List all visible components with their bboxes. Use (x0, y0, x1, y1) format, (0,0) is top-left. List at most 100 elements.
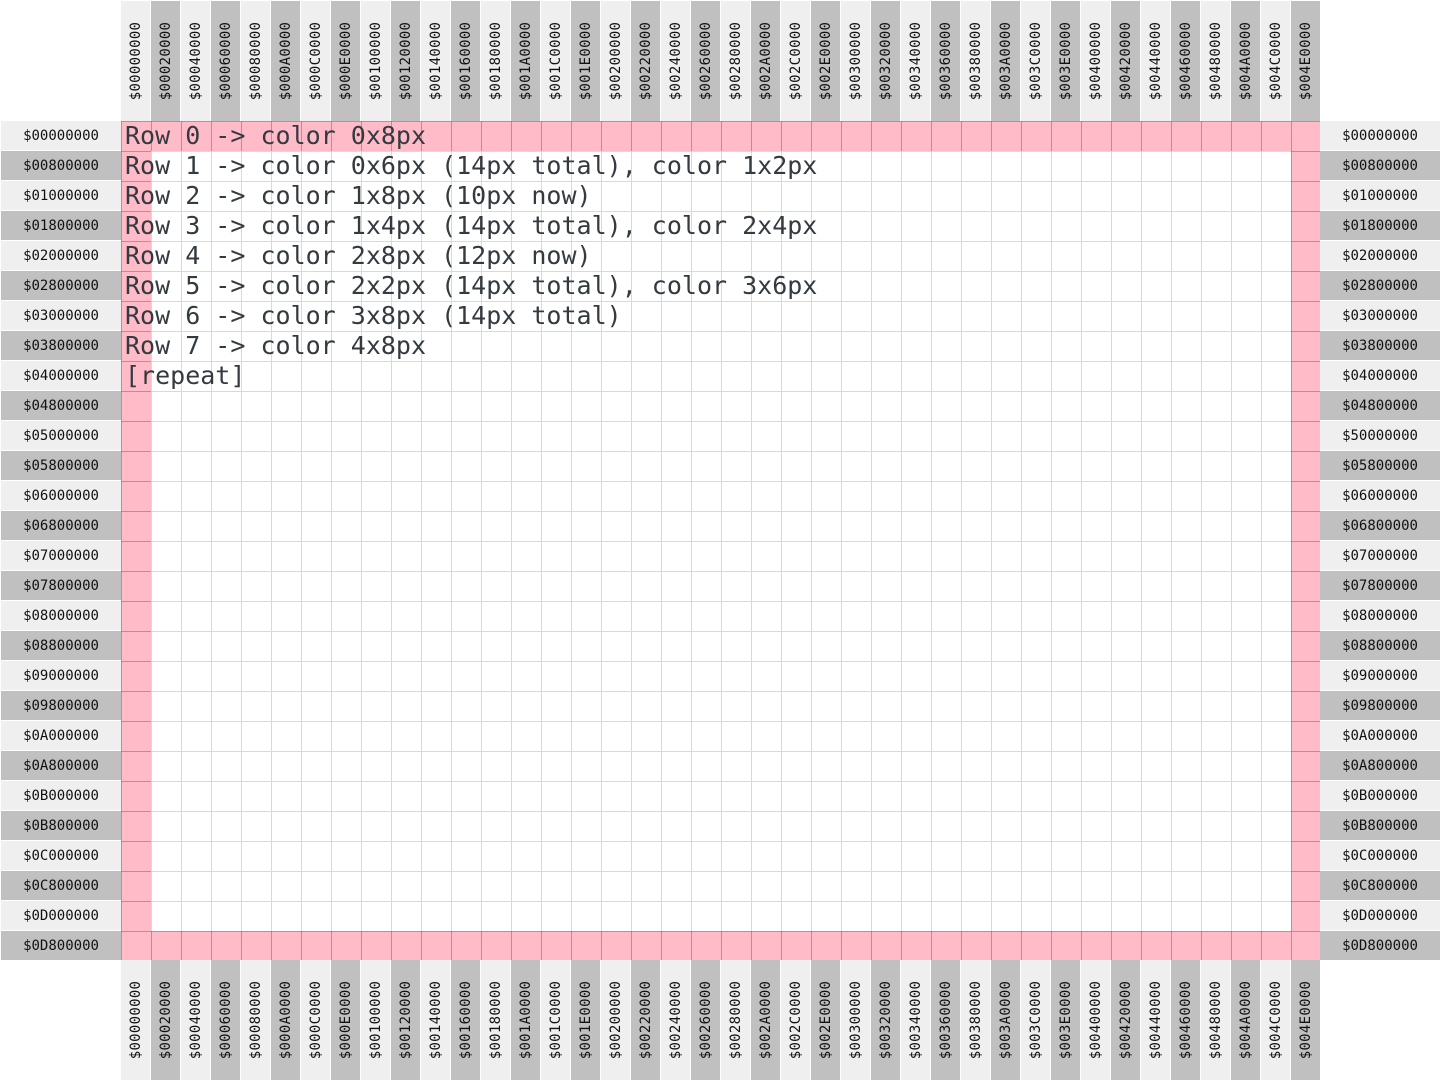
column-label: $00480000 (1201, 960, 1231, 1080)
column-label-text: $00220000 (637, 980, 654, 1060)
column-label: $004E0000 (1291, 960, 1321, 1080)
column-label-text: $00100000 (367, 980, 384, 1060)
column-label: $00400000 (1081, 1, 1111, 121)
column-label: $00020000 (151, 960, 181, 1080)
row-labels-left: $00000000$00800000$01000000$01800000$020… (1, 121, 121, 961)
column-label: $00460000 (1171, 960, 1201, 1080)
column-label-text: $00080000 (247, 21, 264, 101)
row-label: $01000000 (1320, 181, 1440, 211)
column-label: $00100000 (361, 1, 391, 121)
column-label: $00020000 (151, 1, 181, 121)
row-label: $09000000 (1320, 661, 1440, 691)
column-label-text: $00000000 (127, 980, 144, 1060)
column-label-text: $00120000 (397, 21, 414, 101)
column-label: $000E0000 (331, 960, 361, 1080)
row-label: $0B000000 (1, 781, 121, 811)
row-label: $06000000 (1320, 481, 1440, 511)
column-label-text: $00220000 (637, 21, 654, 101)
column-label: $001C0000 (541, 960, 571, 1080)
column-label-text: $00320000 (877, 21, 894, 101)
column-labels-bottom: $00000000$00020000$00040000$00060000$000… (121, 960, 1321, 1080)
row-label: $09800000 (1320, 691, 1440, 721)
note-line: Row 7 -> color 4x8px (125, 331, 427, 360)
column-label-text: $000C0000 (307, 980, 324, 1060)
column-label: $00140000 (421, 1, 451, 121)
column-label: $00460000 (1171, 1, 1201, 121)
row-label: $00800000 (1, 151, 121, 181)
column-label-text: $00420000 (1117, 21, 1134, 101)
column-label: $00380000 (961, 1, 991, 121)
column-label: $004A0000 (1231, 960, 1261, 1080)
column-label-text: $00340000 (907, 21, 924, 101)
column-label: $00320000 (871, 1, 901, 121)
column-label: $002A0000 (751, 1, 781, 121)
column-label: $00440000 (1141, 1, 1171, 121)
column-label: $00360000 (931, 1, 961, 121)
column-label: $002E0000 (811, 1, 841, 121)
column-label: $003A0000 (991, 960, 1021, 1080)
column-label-text: $00460000 (1177, 21, 1194, 101)
row-label: $03800000 (1320, 331, 1440, 361)
row-label: $05000000 (1, 421, 121, 451)
row-label: $07800000 (1320, 571, 1440, 601)
column-label-text: $001C0000 (547, 21, 564, 101)
row-label: $05800000 (1, 451, 121, 481)
note-line: Row 4 -> color 2x8px (12px now) (125, 241, 592, 270)
column-label-text: $002C0000 (787, 21, 804, 101)
column-label-text: $004A0000 (1237, 980, 1254, 1060)
column-label: $00100000 (361, 960, 391, 1080)
row-label: $08000000 (1, 601, 121, 631)
column-label: $00000000 (121, 960, 151, 1080)
row-label: $02800000 (1, 271, 121, 301)
column-label: $00220000 (631, 960, 661, 1080)
column-label-text: $001E0000 (577, 980, 594, 1060)
column-label-text: $00260000 (697, 21, 714, 101)
column-label: $00480000 (1201, 1, 1231, 121)
column-label-text: $00280000 (727, 980, 744, 1060)
column-label: $00280000 (721, 1, 751, 121)
column-label-text: $00160000 (457, 980, 474, 1060)
column-label-text: $004E0000 (1297, 980, 1314, 1060)
column-label-text: $00120000 (397, 980, 414, 1060)
row-label: $0A800000 (1, 751, 121, 781)
address-grid: Row 0 -> color 0x8px Row 1 -> color 0x6p… (121, 121, 1321, 961)
column-label-text: $002A0000 (757, 21, 774, 101)
column-label: $00280000 (721, 960, 751, 1080)
row-label: $03000000 (1, 301, 121, 331)
column-label-text: $00240000 (667, 21, 684, 101)
row-label: $02000000 (1, 241, 121, 271)
column-label-text: $004C0000 (1267, 980, 1284, 1060)
column-label: $001A0000 (511, 1, 541, 121)
row-label: $03000000 (1320, 301, 1440, 331)
column-label-text: $00140000 (427, 980, 444, 1060)
column-label-text: $003A0000 (997, 21, 1014, 101)
column-label-text: $002A0000 (757, 980, 774, 1060)
column-label: $00200000 (601, 960, 631, 1080)
row-label: $08000000 (1320, 601, 1440, 631)
column-label: $00400000 (1081, 960, 1111, 1080)
column-label: $00240000 (661, 960, 691, 1080)
column-label: $00220000 (631, 1, 661, 121)
column-label: $00420000 (1111, 960, 1141, 1080)
border-band-right (1291, 151, 1321, 931)
column-label: $00120000 (391, 1, 421, 121)
column-label-text: $00300000 (847, 21, 864, 101)
row-label: $07800000 (1, 571, 121, 601)
column-label-text: $000C0000 (307, 21, 324, 101)
column-label-text: $00360000 (937, 980, 954, 1060)
row-label: $01800000 (1, 211, 121, 241)
column-label: $003C0000 (1021, 960, 1051, 1080)
column-label-text: $00240000 (667, 980, 684, 1060)
row-label: $06800000 (1320, 511, 1440, 541)
column-label-text: $00300000 (847, 980, 864, 1060)
column-label: $003E0000 (1051, 1, 1081, 121)
row-label: $0C800000 (1, 871, 121, 901)
column-label-text: $001E0000 (577, 21, 594, 101)
column-label: $00120000 (391, 960, 421, 1080)
column-label: $00300000 (841, 960, 871, 1080)
column-label-text: $002E0000 (817, 21, 834, 101)
row-label: $0D800000 (1320, 931, 1440, 961)
row-label: $09000000 (1, 661, 121, 691)
column-label-text: $00040000 (187, 980, 204, 1060)
column-label: $00200000 (601, 1, 631, 121)
